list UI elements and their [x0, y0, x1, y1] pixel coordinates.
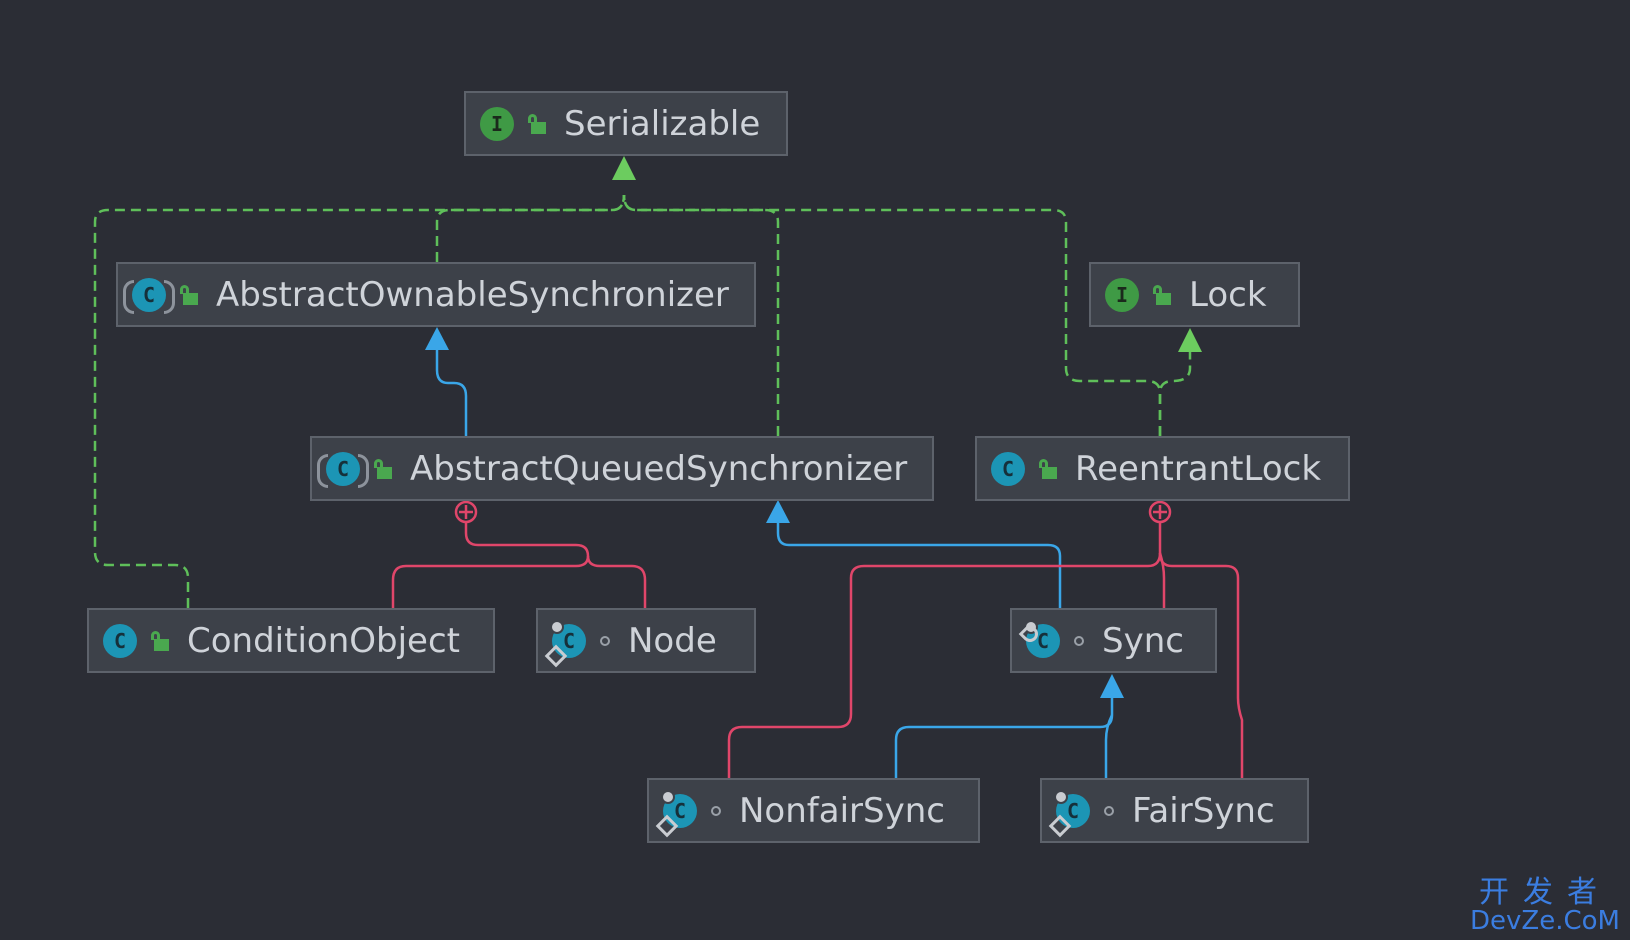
class-node-lock[interactable]: I Lock: [1089, 262, 1300, 327]
edge-condition-aqs: [391, 522, 590, 608]
inner-marker-aqs: [454, 500, 478, 524]
implements-edges: [93, 194, 1192, 608]
extends-arrowheads: [425, 327, 1124, 698]
package-private-icon: [600, 635, 610, 646]
edge-nonfair-sync: [894, 698, 1114, 778]
class-node-fair-sync[interactable]: C FairSync: [1040, 778, 1309, 843]
inner-edges: [391, 522, 1244, 778]
arrowhead-lock: [1178, 328, 1202, 352]
static-class-icon: C: [550, 619, 586, 658]
public-access-icon: [180, 284, 198, 305]
class-node-label: AbstractOwnableSynchronizer: [216, 274, 729, 315]
class-icon: C: [991, 451, 1025, 486]
class-node-label: Sync: [1102, 620, 1184, 661]
edge-fair-reentrant: [1158, 552, 1244, 778]
interface-icon: I: [1105, 277, 1139, 312]
class-node-label: AbstractQueuedSynchronizer: [410, 448, 908, 489]
inner-markers: [454, 500, 1172, 524]
class-node-condition-object[interactable]: C ConditionObject: [87, 608, 495, 673]
class-node-abstract-ownable-synchronizer[interactable]: C AbstractOwnableSynchronizer: [116, 262, 756, 327]
class-node-reentrant-lock[interactable]: C ReentrantLock: [975, 436, 1350, 501]
watermark-en: DevZe.CoM: [1470, 906, 1620, 936]
package-private-icon: [1104, 805, 1114, 816]
implements-arrowheads: [612, 156, 1202, 352]
abstract-class-icon: C: [123, 277, 175, 314]
static-class-icon: C: [1054, 789, 1090, 828]
edge-sync-aqs: [776, 522, 1062, 608]
edge-aqs-aos: [435, 350, 468, 436]
watermark-cn: 开发者: [1479, 875, 1611, 910]
class-node-label: Node: [628, 620, 717, 661]
public-access-icon: [1039, 458, 1057, 479]
abstract-class-icon: C: [317, 451, 369, 488]
class-node-label: Serializable: [564, 103, 761, 144]
interface-icon: I: [480, 106, 514, 141]
package-private-icon: [711, 805, 721, 816]
inner-marker-reentrant: [1148, 500, 1172, 524]
public-access-icon: [1153, 284, 1171, 305]
public-access-icon: [374, 458, 392, 479]
class-icon: C: [103, 623, 137, 658]
class-node-serializable[interactable]: I Serializable: [464, 91, 788, 156]
class-node-nonfair-sync[interactable]: C NonfairSync: [647, 778, 980, 843]
class-node-node[interactable]: C Node: [536, 608, 756, 673]
arrowhead-serializable: [612, 156, 636, 180]
edge-aqs-serializable: [622, 194, 780, 436]
static-abstract-class-icon: C: [1024, 619, 1060, 658]
public-access-icon: [528, 113, 546, 134]
watermark: 开发者 DevZe.CoM: [1470, 875, 1620, 936]
class-node-label: Lock: [1189, 274, 1267, 315]
edge-nonfair-reentrant: [727, 522, 1162, 778]
public-access-icon: [151, 630, 169, 651]
class-node-label: ConditionObject: [187, 620, 460, 661]
class-node-label: ReentrantLock: [1075, 448, 1322, 489]
class-node-label: NonfairSync: [739, 790, 945, 831]
edge-aos-serializable: [435, 194, 626, 262]
edge-reentrant-serializable: [622, 194, 1162, 436]
class-node-sync[interactable]: C Sync: [1010, 608, 1217, 673]
class-node-abstract-queued-synchronizer[interactable]: C AbstractQueuedSynchronizer: [310, 436, 934, 501]
arrowhead-aqs: [766, 500, 790, 523]
extends-edges: [435, 350, 1114, 778]
class-node-label: FairSync: [1132, 790, 1275, 831]
arrowhead-sync: [1100, 674, 1124, 698]
edge-fair-sync: [1104, 714, 1114, 778]
static-class-icon: C: [661, 789, 697, 828]
package-private-icon: [1074, 635, 1084, 646]
edge-node-aqs: [586, 555, 647, 608]
edge-reentrant-lock: [1158, 350, 1192, 436]
arrowhead-aos: [425, 327, 449, 350]
